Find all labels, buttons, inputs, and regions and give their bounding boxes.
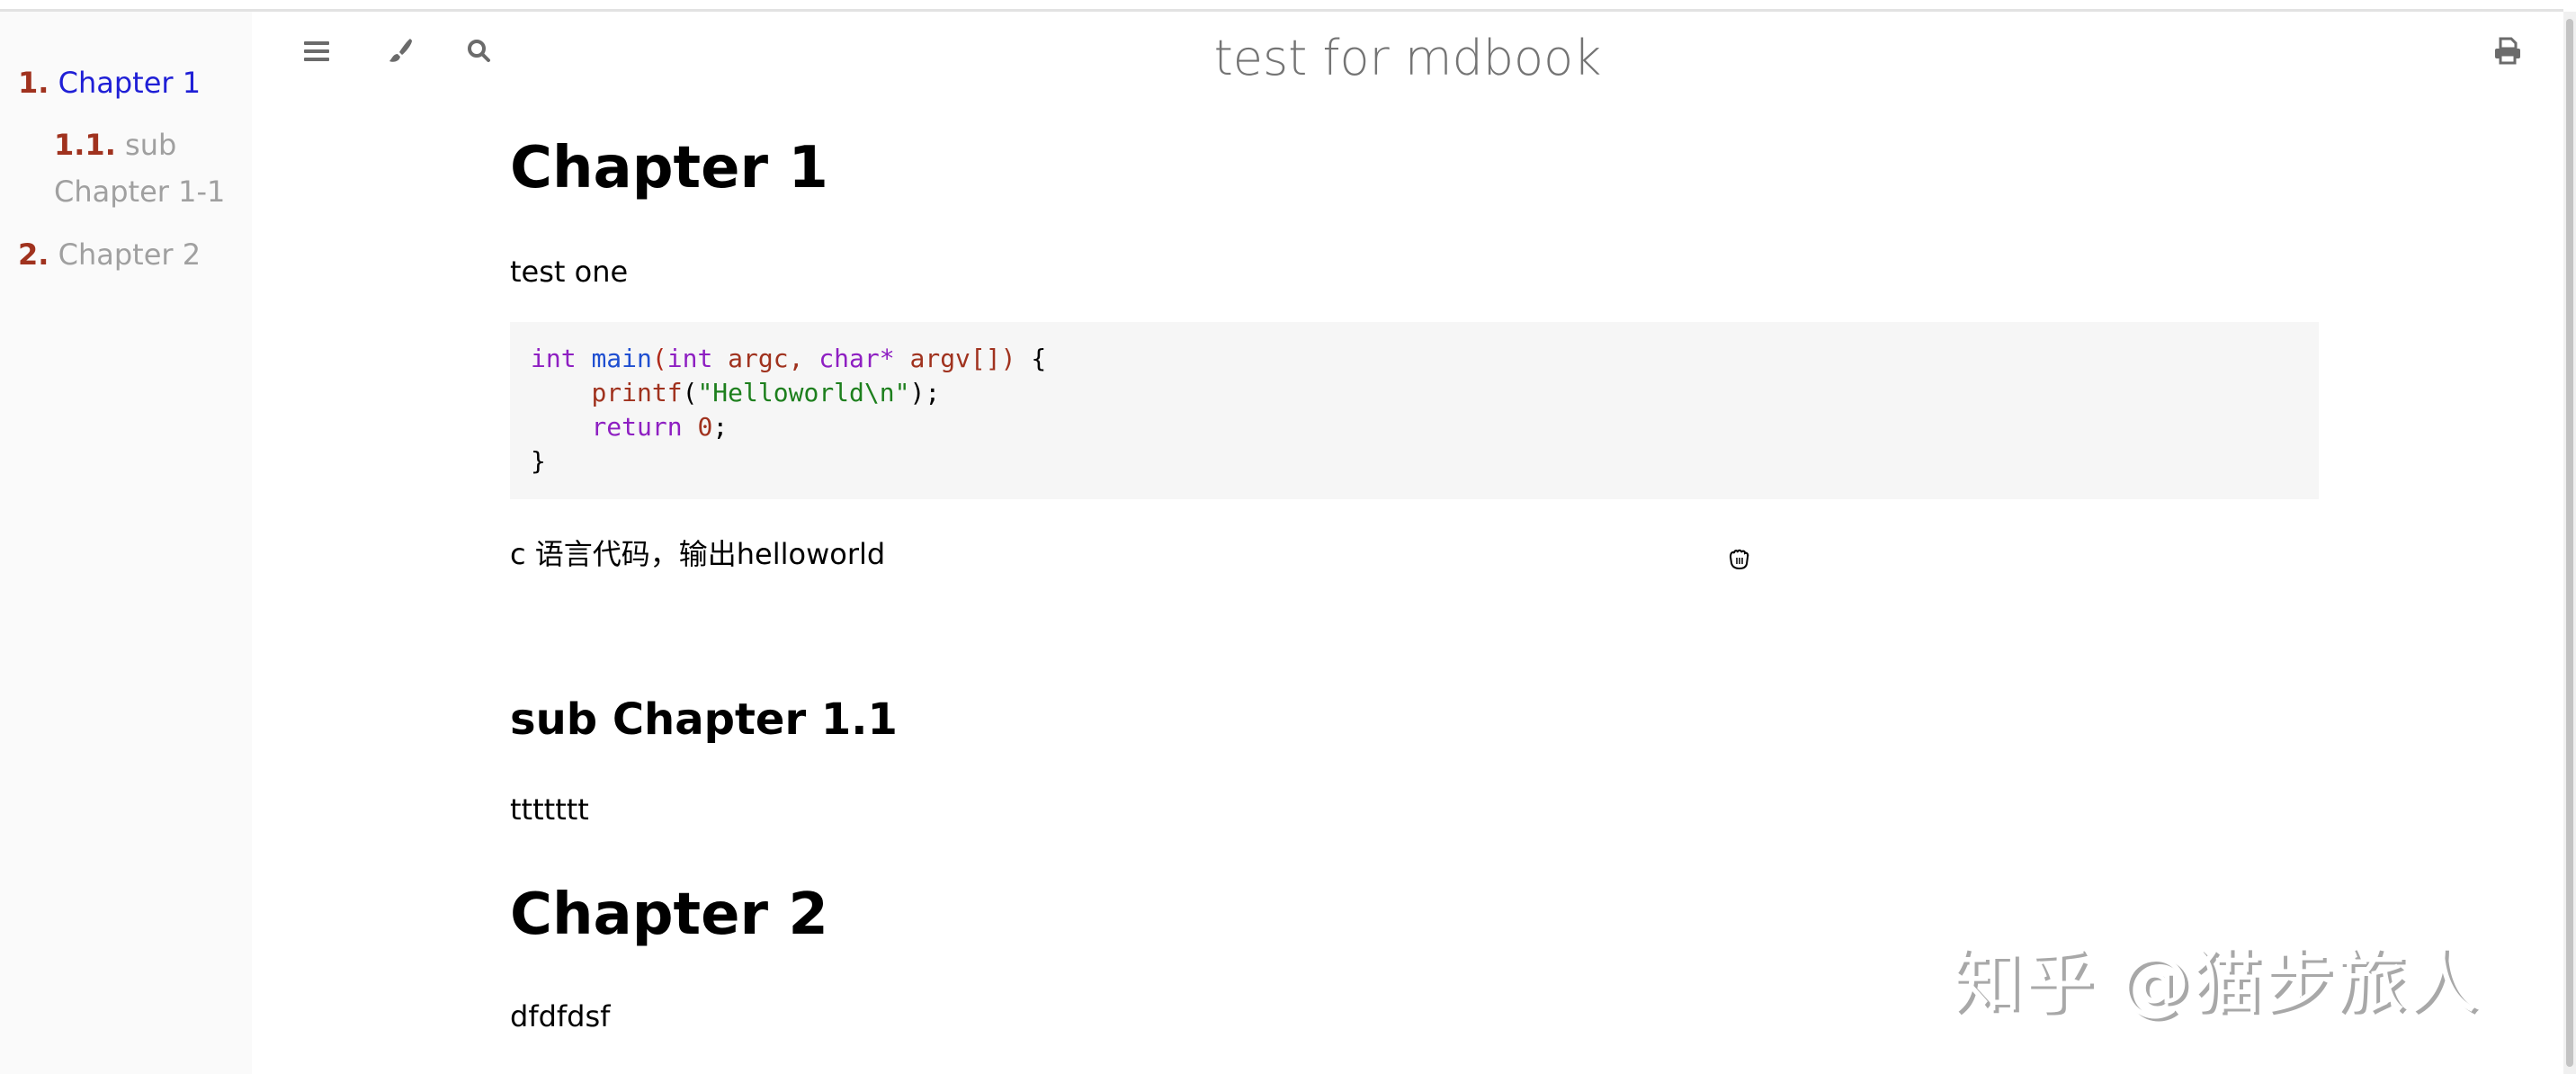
vertical-scrollbar[interactable] — [2563, 12, 2576, 1074]
code-token: argc, — [728, 344, 804, 373]
toc-label-line2: Chapter 1-1 — [54, 175, 226, 209]
sidebar-item-chapter-1[interactable]: 1. Chapter 1 — [18, 59, 201, 106]
code-token: } — [531, 446, 546, 476]
code-token: printf — [591, 378, 683, 407]
code-token: ); — [909, 378, 941, 407]
code-content: int main(int argc, char* argv[]) { print… — [510, 322, 2319, 479]
code-token: int — [666, 344, 713, 373]
code-token: 0 — [697, 412, 713, 442]
book-title: test for mdbook — [1213, 30, 1602, 86]
sidebar-item-chapter-2[interactable]: 2. Chapter 2 — [18, 231, 201, 278]
code-token: main — [591, 344, 652, 373]
code-token: int — [531, 344, 577, 373]
code-token: "Helloworld\n" — [697, 378, 910, 407]
code-token: char* — [818, 344, 895, 373]
scrollbar-thumb[interactable] — [2566, 19, 2573, 1067]
sidebar-item-sub-chapter-1-1[interactable]: 1.1. sub Chapter 1-1 — [54, 121, 234, 215]
toc-number: 1.1. — [54, 128, 116, 162]
toc-number: 1. — [18, 66, 49, 100]
code-token: { — [1031, 344, 1047, 373]
code-token: ( — [651, 344, 667, 373]
toc-label: sub — [125, 128, 177, 162]
heading-chapter-1: Chapter 1 — [510, 135, 828, 201]
code-token: ; — [712, 412, 729, 442]
heading-chapter-2: Chapter 2 — [510, 882, 828, 948]
paragraph-dfdfdsf: dfdfdsf — [510, 999, 611, 1034]
toc-number: 2. — [18, 237, 49, 272]
paintbrush-icon[interactable] — [380, 33, 416, 69]
toc-label: Chapter 1 — [58, 66, 201, 100]
heading-sub-chapter-1-1: sub Chapter 1.1 — [510, 694, 898, 745]
toc-label: Chapter 2 — [58, 237, 201, 272]
sidebar: 1. Chapter 1 1.1. sub Chapter 1-1 2. Cha… — [0, 12, 252, 1074]
grab-cursor-icon — [1725, 544, 1754, 573]
bars-icon[interactable] — [299, 33, 335, 69]
code-token: return — [591, 412, 683, 442]
main-content: test for mdbook — [252, 12, 2563, 1074]
print-icon[interactable] — [2490, 33, 2526, 69]
code-block: int main(int argc, char* argv[]) { print… — [510, 322, 2319, 499]
paragraph-test-one: test one — [510, 255, 629, 289]
top-border — [0, 9, 2563, 12]
search-icon[interactable] — [461, 33, 497, 69]
paragraph-ttttttt: ttttttt — [510, 792, 589, 827]
code-token: argv[]) — [909, 344, 1016, 373]
watermark: 知乎 @猫步旅人 — [1952, 943, 2480, 1024]
code-token: ( — [682, 378, 698, 407]
paragraph-c-code: c 语言代码，输出helloworld — [510, 537, 886, 571]
